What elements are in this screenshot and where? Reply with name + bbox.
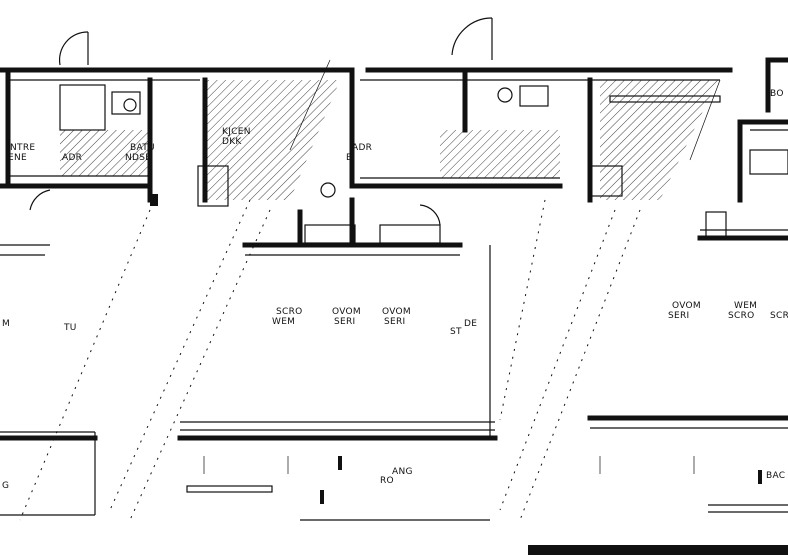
stair (304, 224, 356, 244)
label-st: ST (450, 327, 462, 337)
column (150, 194, 158, 206)
floor-slab (528, 545, 788, 555)
door-swing (451, 17, 493, 56)
threshold (186, 485, 273, 493)
label-batu: BATU (130, 143, 155, 153)
column (338, 456, 342, 470)
label-vem-r1: WEM (734, 301, 757, 311)
terrace-hatch (205, 80, 340, 200)
label-bad-right: ADR (352, 143, 372, 153)
sink (111, 91, 141, 115)
toilet (497, 87, 513, 103)
facade (689, 79, 721, 161)
center-lower-unit: SCRO WEM OVOM SERI OVOM SERI DE ST ANG R… (177, 197, 498, 521)
label-g: G (2, 481, 9, 491)
label-skro-2: WEM (272, 317, 295, 327)
right-lower-unit: OVOM SERI WEM SCRO SCR BAC (528, 211, 788, 555)
label-ovom-r1: OVOM (672, 301, 701, 311)
label-ang: ANG (392, 467, 413, 477)
bench (609, 95, 721, 103)
cabinet (589, 165, 623, 197)
facade (499, 199, 546, 421)
label-bad: ADR (62, 153, 82, 163)
label-ndse: NDSE (125, 153, 151, 163)
label-de: DE (464, 319, 477, 329)
label-ovom-b2: SERI (384, 317, 406, 327)
facade (499, 209, 616, 511)
facade (519, 209, 641, 521)
facade (129, 209, 271, 521)
right-unit-top (737, 57, 788, 203)
center-unit: ADR B BO (320, 17, 784, 226)
facade (19, 209, 151, 521)
label-vem-r2: SCRO (728, 311, 755, 321)
door-swing (58, 31, 89, 66)
label-bo: BO (770, 89, 784, 99)
column (758, 470, 762, 484)
label-entre-top: NTRE (10, 143, 35, 153)
label-tu: TU (63, 323, 77, 333)
label-ro: RO (380, 476, 394, 486)
label-bad-right-b: B (346, 153, 352, 163)
left-unit: NTRE ENE ADR BATU NDSE KJCEN DKK (0, 31, 355, 211)
label-entre-bottom: ENE (8, 153, 27, 163)
facade-lines (19, 59, 721, 521)
sink (519, 85, 549, 107)
label-m: M (2, 319, 10, 329)
label-bac: BAC (766, 471, 785, 481)
door-swing (419, 204, 441, 226)
label-ovom-a1: OVOM (332, 307, 361, 317)
lower-left-unit: M TU G (0, 244, 98, 516)
label-skro-1: SCRO (276, 307, 303, 317)
label-kitchen-bottom: DKK (222, 137, 242, 147)
door-swing (29, 189, 51, 211)
label-ovom-b1: OVOM (382, 307, 411, 317)
cabinet (197, 165, 229, 207)
facade (289, 59, 331, 151)
bath-tiles (440, 130, 560, 178)
bathroom-box (59, 84, 106, 131)
label-scr-r: SCR (770, 311, 788, 321)
toilet (123, 98, 137, 112)
facade (109, 199, 251, 511)
terrace-hatch (600, 80, 718, 200)
cabinet (749, 149, 788, 175)
column (320, 490, 324, 504)
label-ovom-a2: SERI (334, 317, 356, 327)
cabinet (705, 211, 727, 239)
label-kitchen-top: KJCEN (222, 127, 251, 137)
label-ovom-r2: SERI (668, 311, 690, 321)
bath-tiles (60, 130, 150, 176)
fixture (320, 182, 336, 198)
stair (379, 224, 441, 244)
